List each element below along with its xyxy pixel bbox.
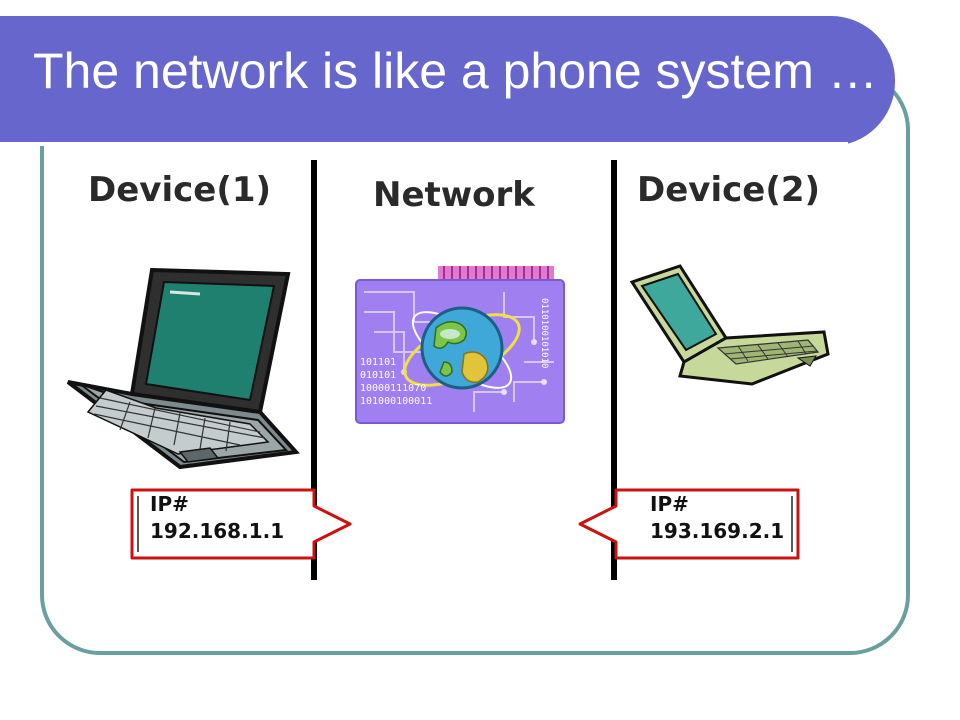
svg-text:0110100101010: 0110100101010: [539, 298, 549, 368]
slide-title: The network is like a phone system …: [33, 43, 878, 99]
device1-label: Device(1): [88, 170, 272, 210]
laptop-icon: [66, 267, 300, 470]
laptop-icon: [629, 264, 830, 386]
ip-left-label: IP#: [150, 492, 189, 516]
binary-line-3: 10000111070: [360, 383, 427, 394]
globe-circuit-icon: 0110100101010: [355, 266, 565, 424]
left-divider: [311, 160, 317, 580]
binary-line-2: 010101: [360, 370, 397, 381]
ip-left-address: 192.168.1.1: [150, 519, 285, 543]
ip-tag-right: [578, 488, 800, 560]
binary-line-1: 101101: [360, 357, 397, 368]
device2-label: Device(2): [637, 170, 821, 210]
ip-tag-left: [130, 488, 352, 560]
ip-right-label: IP#: [650, 492, 689, 516]
binary-line-4: 101000100011: [360, 396, 433, 407]
title-bar: [0, 16, 895, 146]
title-underline: [0, 142, 848, 146]
network-label: Network: [373, 175, 535, 215]
right-divider: [611, 160, 617, 580]
ip-right-address: 193.169.2.1: [650, 519, 785, 543]
